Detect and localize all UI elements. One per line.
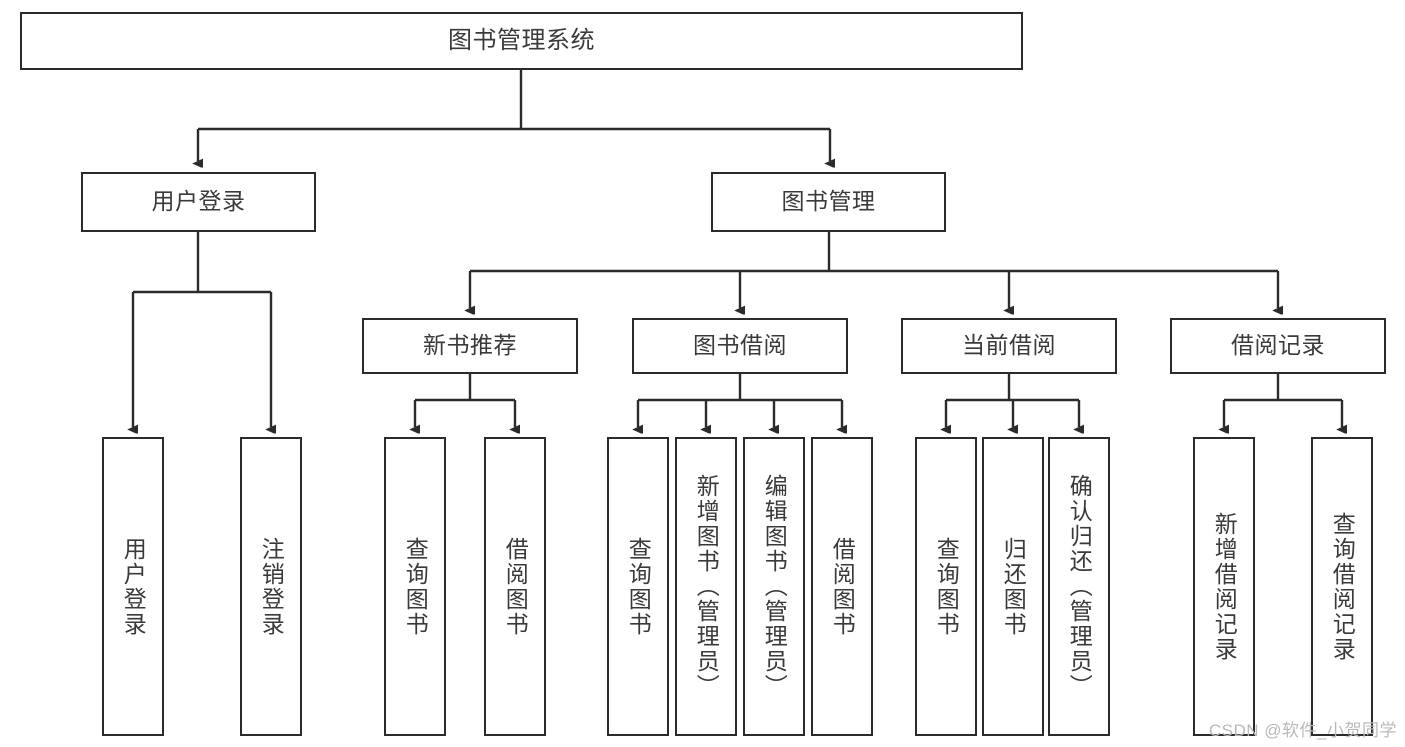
node-label: 借阅记录 — [1231, 332, 1325, 359]
node-root-system[interactable]: 图书管理系统 — [20, 12, 1023, 70]
leaf-current-borrow-return[interactable]: 归还图书 — [982, 437, 1044, 736]
node-label: 编辑图书（管理员） — [761, 474, 788, 699]
node-label: 用户登录 — [120, 536, 147, 637]
node-label: 确认归还（管理员） — [1066, 474, 1093, 699]
leaf-user-login-logout[interactable]: 注销登录 — [240, 437, 302, 736]
node-book-management[interactable]: 图书管理 — [711, 172, 946, 232]
node-label: 查询借阅记录 — [1329, 511, 1356, 662]
leaf-user-login-login[interactable]: 用户登录 — [102, 437, 164, 736]
leaf-current-borrow-confirm-return[interactable]: 确认归还（管理员） — [1048, 437, 1110, 736]
node-label: 查询图书 — [625, 536, 652, 637]
leaf-current-borrow-query[interactable]: 查询图书 — [915, 437, 977, 736]
node-label: 新书推荐 — [423, 332, 517, 359]
node-label: 用户登录 — [151, 188, 246, 215]
node-label: 借阅图书 — [829, 536, 856, 637]
node-current-borrow[interactable]: 当前借阅 — [901, 318, 1117, 374]
watermark-text: CSDN @软件_小贺同学 — [1208, 721, 1397, 740]
node-label: 图书管理系统 — [448, 26, 595, 54]
node-label: 查询图书 — [933, 536, 960, 637]
node-book-borrow[interactable]: 图书借阅 — [632, 318, 848, 374]
node-label: 新增借阅记录 — [1211, 511, 1238, 662]
leaf-borrow-record-add[interactable]: 新增借阅记录 — [1193, 437, 1255, 736]
leaf-book-borrow-query[interactable]: 查询图书 — [607, 437, 669, 736]
node-label: 注销登录 — [258, 536, 285, 637]
node-borrow-record[interactable]: 借阅记录 — [1170, 318, 1386, 374]
node-label: 查询图书 — [402, 536, 429, 637]
node-label: 归还图书 — [1000, 536, 1027, 637]
node-label: 图书管理 — [781, 188, 876, 215]
node-user-login[interactable]: 用户登录 — [81, 172, 316, 232]
node-label: 图书借阅 — [693, 332, 787, 359]
leaf-new-book-borrow[interactable]: 借阅图书 — [484, 437, 546, 736]
node-label: 借阅图书 — [502, 536, 529, 637]
node-new-book-recommend[interactable]: 新书推荐 — [362, 318, 578, 374]
leaf-book-borrow-add[interactable]: 新增图书（管理员） — [675, 437, 737, 736]
leaf-new-book-query[interactable]: 查询图书 — [384, 437, 446, 736]
leaf-book-borrow-edit[interactable]: 编辑图书（管理员） — [743, 437, 805, 736]
node-label: 当前借阅 — [962, 332, 1056, 359]
leaf-borrow-record-query[interactable]: 查询借阅记录 — [1311, 437, 1373, 736]
node-label: 新增图书（管理员） — [693, 474, 720, 699]
leaf-book-borrow-borrow[interactable]: 借阅图书 — [811, 437, 873, 736]
